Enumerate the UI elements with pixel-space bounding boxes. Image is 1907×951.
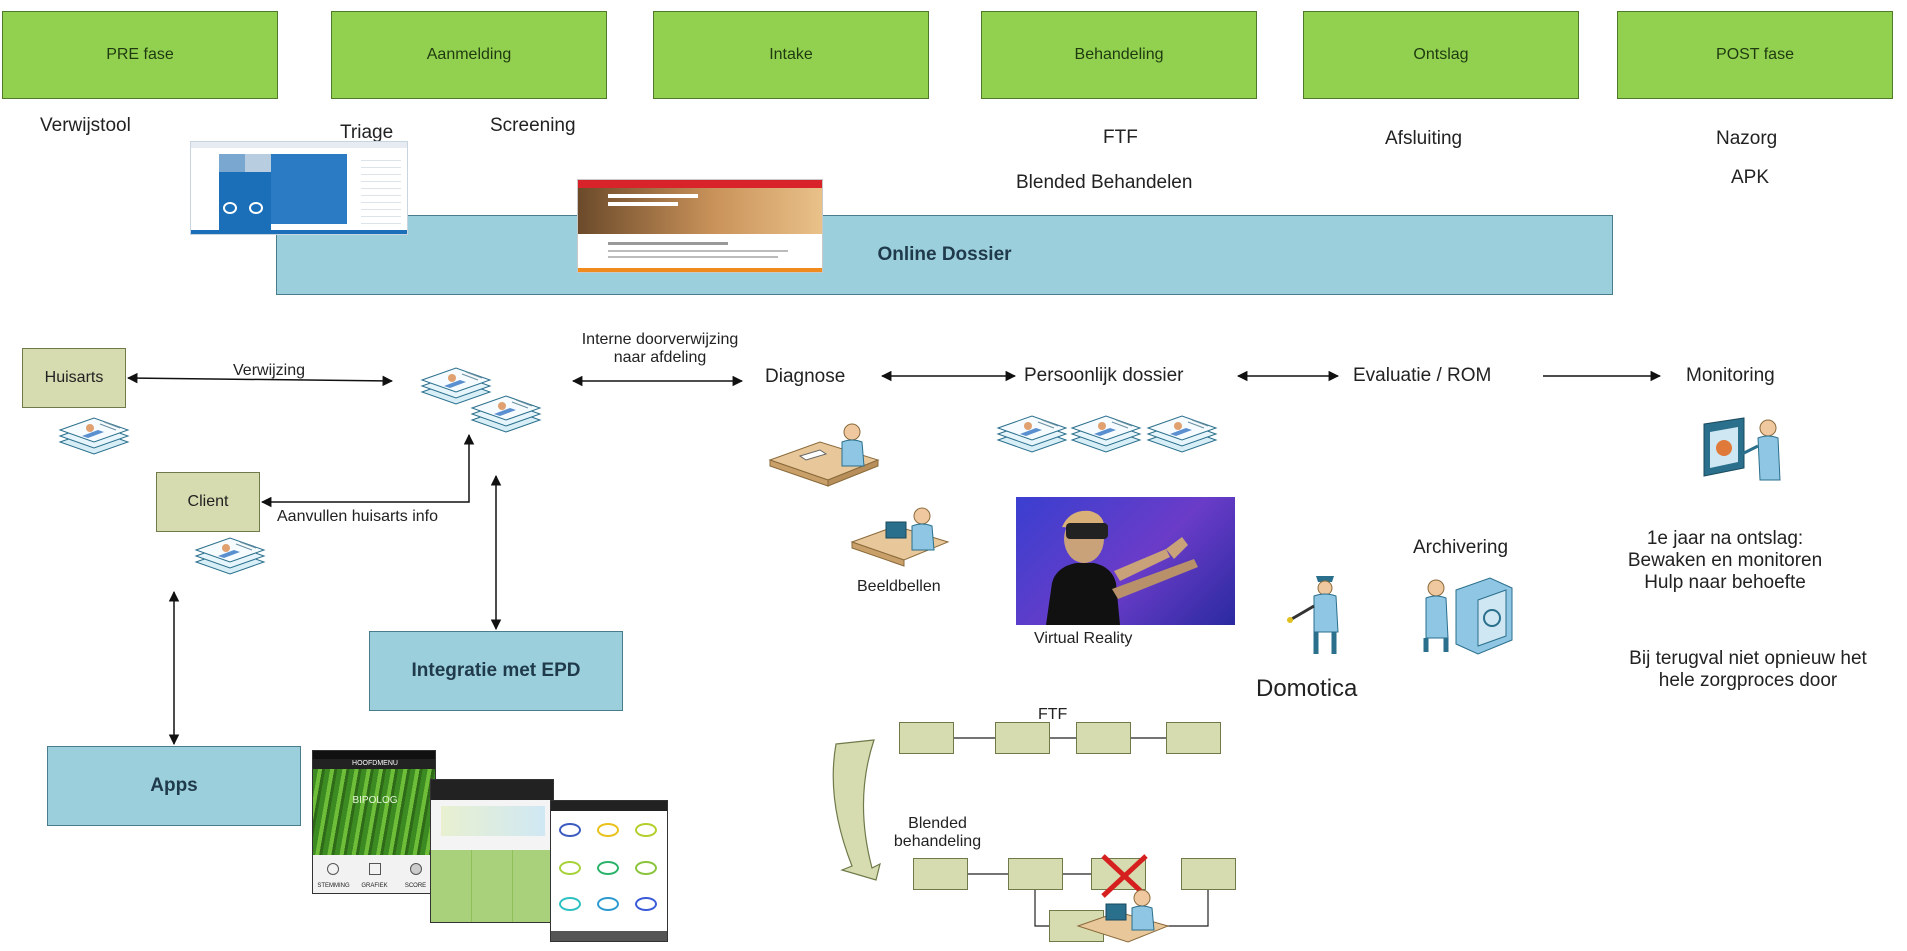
central-documents-icon-2 xyxy=(471,395,541,433)
balanz-app-screenshot xyxy=(430,779,554,923)
verwijstool-screenshot xyxy=(190,141,408,235)
apps-box: Apps xyxy=(47,746,301,826)
terugval-line2: hele zorgproces door xyxy=(1658,670,1838,691)
note-afsluiting: Afsluiting xyxy=(1385,128,1463,149)
ftf-step-3 xyxy=(1076,722,1131,754)
catalog-app-screenshot xyxy=(550,800,668,942)
client-node: Client xyxy=(156,472,260,532)
website-screenshot xyxy=(577,179,823,273)
diagnose-label: Diagnose xyxy=(765,366,846,387)
virtual-reality-photo xyxy=(1016,497,1235,625)
archivering-label: Archivering xyxy=(1413,537,1509,558)
hoofdmenu-label: HOOFDMENU xyxy=(313,759,435,769)
blended-line1: Blended xyxy=(908,815,967,832)
post-ontslag-text: 1e jaar na ontslag: Bewaken en monitoren… xyxy=(1600,528,1850,594)
blended-video-call-icon xyxy=(1076,889,1170,943)
post-line3: Hulp naar behoefte xyxy=(1644,572,1806,593)
grafiek-label: GRAFIEK xyxy=(361,883,388,889)
curved-transition-arrow xyxy=(832,739,881,881)
integratie-epd-box: Integratie met EPD xyxy=(369,631,623,711)
dossier-documents-icon-2 xyxy=(1071,415,1141,453)
phase-behandeling: Behandeling xyxy=(981,11,1257,99)
aanvullen-arrow xyxy=(260,433,475,508)
interne-line1: Interne doorverwijzing xyxy=(581,331,739,348)
blended-step-2 xyxy=(1008,858,1063,890)
phase-pre: PRE fase xyxy=(2,11,278,99)
terugval-text: Bij terugval niet opnieuw het hele zorgp… xyxy=(1590,648,1906,692)
persoonlijk-dossier-label: Persoonlijk dossier xyxy=(1024,365,1184,386)
bipolog-title: BIPOLOG xyxy=(352,795,398,806)
aanvullen-label: Aanvullen huisarts info xyxy=(277,508,438,525)
blended-line2: behandeling xyxy=(893,833,982,850)
terugval-line1: Bij terugval niet opnieuw het xyxy=(1629,648,1867,669)
monitoring-label: Monitoring xyxy=(1686,365,1775,386)
note-apk: APK xyxy=(1731,167,1770,188)
note-triage: Triage xyxy=(340,122,394,143)
ftf-flow-label: FTF xyxy=(1038,706,1068,723)
blended-step-4 xyxy=(1181,858,1236,890)
integratie-label: Integratie met EPD xyxy=(411,660,581,681)
beeldbellen-icon xyxy=(850,507,950,567)
evaluatie-rom-label: Evaluatie / ROM xyxy=(1353,365,1492,386)
monitoring-presenter-icon xyxy=(1703,417,1781,481)
interne-line2: naar afdeling xyxy=(613,349,707,366)
ftf-step-2 xyxy=(995,722,1050,754)
blended-behandeling-label: Blended behandeling xyxy=(880,815,995,851)
archivering-safe-icon xyxy=(1423,577,1513,655)
verwijzing-arrow xyxy=(126,372,394,387)
apps-label: Apps xyxy=(150,775,198,796)
online-dossier-bar: Online Dossier xyxy=(276,215,1613,295)
post-line2: Bewaken en monitoren xyxy=(1627,550,1823,571)
phase-ontslag: Ontslag xyxy=(1303,11,1579,99)
note-nazorg: Nazorg xyxy=(1716,128,1778,149)
beeldbellen-label: Beeldbellen xyxy=(857,578,941,595)
note-screening: Screening xyxy=(490,115,576,136)
huisarts-documents-icon xyxy=(59,417,129,455)
note-blended: Blended Behandelen xyxy=(1016,172,1193,193)
interne-doorverwijzing-label: Interne doorverwijzing naar afdeling xyxy=(560,331,760,367)
virtual-reality-label: Virtual Reality xyxy=(1034,630,1133,647)
ftf-step-4 xyxy=(1166,722,1221,754)
dossier-documents-icon-3 xyxy=(1147,415,1217,453)
vr-person-figure xyxy=(1046,510,1198,625)
dossier-documents-icon-1 xyxy=(997,415,1067,453)
huisarts-label: Huisarts xyxy=(44,369,104,386)
note-ftf: FTF xyxy=(1103,127,1138,148)
post-line1: 1e jaar na ontslag: xyxy=(1646,528,1804,549)
score-label: SCORE xyxy=(404,883,427,889)
diagnose-desk-icon xyxy=(768,423,880,487)
client-documents-icon xyxy=(195,537,265,575)
online-dossier-label: Online Dossier xyxy=(877,244,1012,265)
central-documents-icon xyxy=(421,367,491,405)
note-verwijstool: Verwijstool xyxy=(40,115,131,136)
domotica-guard-icon xyxy=(1287,576,1339,654)
skipped-step-cross-icon xyxy=(1101,854,1148,898)
stemming-label: STEMMING xyxy=(317,883,350,889)
blended-step-1 xyxy=(913,858,968,890)
phase-intake: Intake xyxy=(653,11,929,99)
phase-aanmelding: Aanmelding xyxy=(331,11,607,99)
ftf-step-1 xyxy=(899,722,954,754)
client-label: Client xyxy=(187,493,229,510)
phase-post: POST fase xyxy=(1617,11,1893,99)
domotica-label: Domotica xyxy=(1256,675,1358,702)
huisarts-node: Huisarts xyxy=(22,348,126,408)
